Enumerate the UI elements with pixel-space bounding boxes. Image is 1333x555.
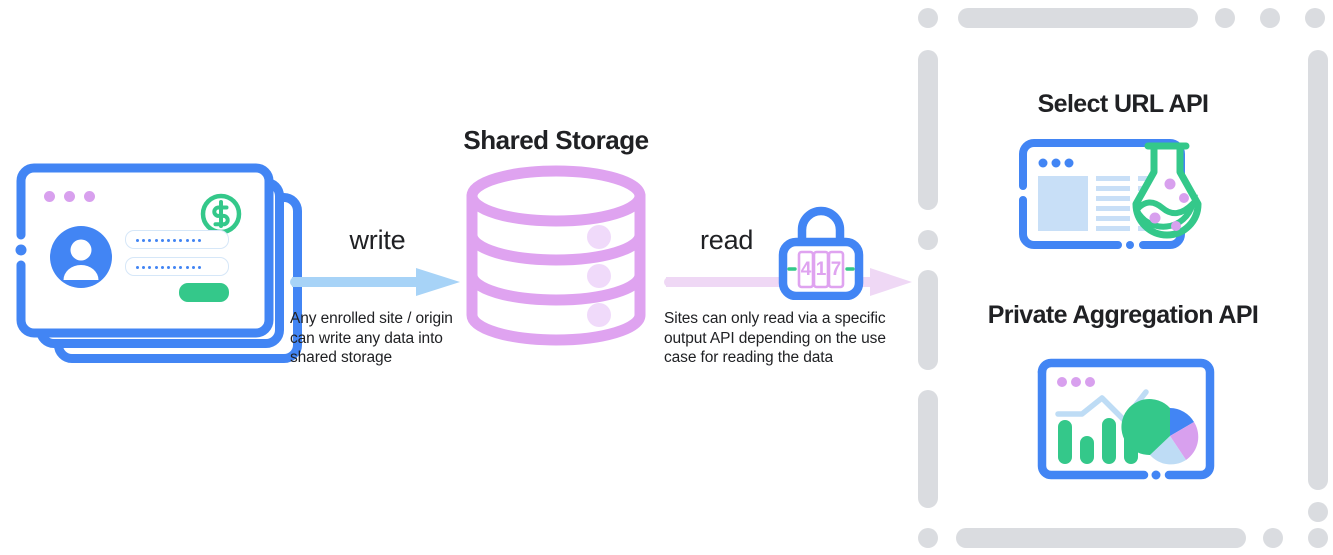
right-arrow-icon — [290, 268, 460, 296]
dashboard-charts-icon — [1037, 358, 1215, 480]
combination-lock-icon: 4 1 7 — [778, 206, 864, 301]
database-cylinder-icon — [466, 165, 646, 346]
window-dot — [64, 191, 75, 202]
browser-card-front — [12, 163, 274, 338]
browser-with-flask-icon — [1019, 139, 1202, 249]
storage-indicator-dot — [587, 264, 611, 288]
lock-dial-wheels: 4 1 7 — [797, 250, 845, 289]
storage-indicator-dot — [587, 303, 611, 327]
output-apis-panel: Select URL API — [918, 8, 1328, 548]
read-label: read — [700, 225, 754, 255]
shared-storage-title: Shared Storage — [463, 125, 649, 155]
shared-storage-cylinder — [466, 163, 646, 353]
private-aggregation-api-illustration — [1036, 358, 1216, 493]
private-aggregation-api-title: Private Aggregation API — [987, 301, 1259, 329]
write-caption: Any enrolled site / origin can write any… — [290, 310, 453, 366]
password-field-1[interactable] — [125, 230, 229, 249]
combination-lock: 4 1 7 — [778, 202, 864, 305]
window-dots — [44, 191, 95, 202]
storage-indicator-dot — [587, 225, 611, 249]
select-url-api-illustration — [1018, 138, 1228, 263]
user-avatar-icon — [50, 226, 112, 288]
select-url-api-title: Select URL API — [1037, 90, 1209, 118]
svg-text:7: 7 — [831, 259, 842, 280]
window-dot — [44, 191, 55, 202]
source-browser-stack — [12, 163, 302, 363]
svg-text:1: 1 — [816, 259, 827, 280]
svg-text:4: 4 — [801, 259, 812, 280]
field-mask-dots — [136, 238, 201, 242]
write-label: write — [349, 225, 406, 255]
write-flow-group: write Any enrolled site / origin can wri… — [290, 225, 465, 368]
dashed-panel-border — [918, 8, 1328, 548]
read-caption: Sites can only read via a specific outpu… — [664, 310, 886, 366]
submit-button[interactable] — [179, 283, 229, 302]
flask-icon — [1132, 142, 1202, 239]
field-mask-dots — [136, 265, 201, 269]
password-field-2[interactable] — [125, 257, 229, 276]
window-dot — [84, 191, 95, 202]
pie-chart — [1121, 399, 1199, 465]
